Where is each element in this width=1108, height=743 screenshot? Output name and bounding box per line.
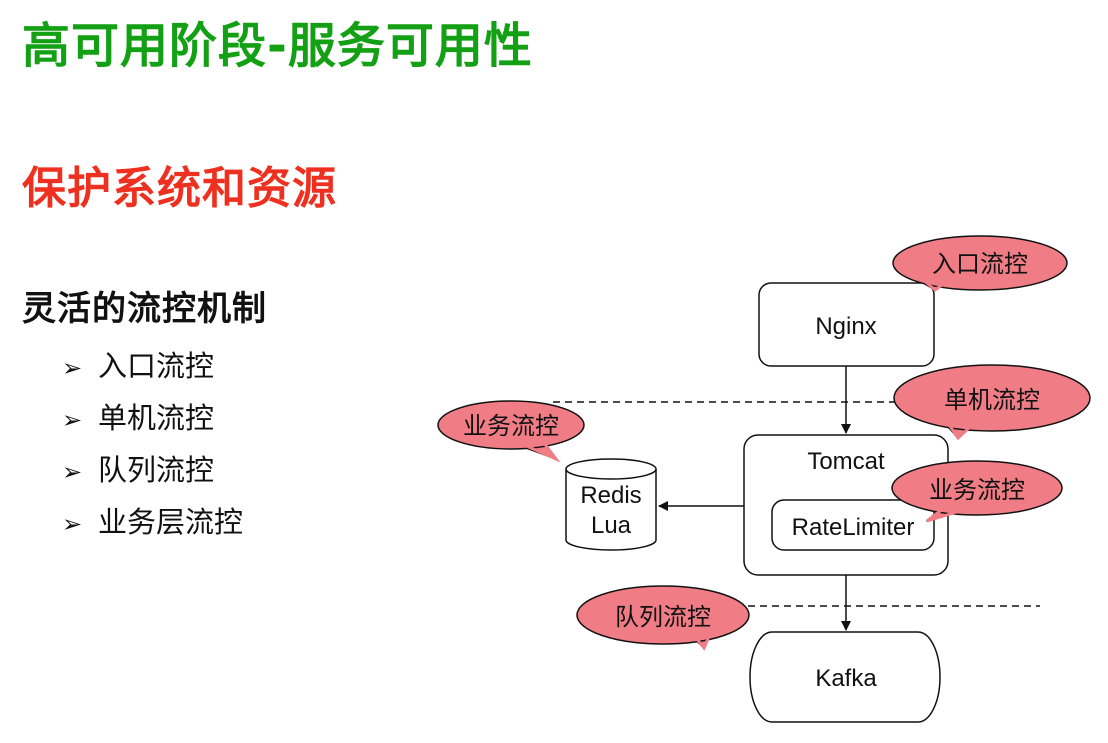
tomcat-label: Tomcat (807, 448, 885, 475)
callout-entry-label: 入口流控 (932, 251, 1028, 278)
ratelimiter-node (771, 499, 935, 551)
kafka-node (749, 631, 941, 723)
callout-single-label: 单机流控 (944, 387, 1040, 414)
kafka-label: Kafka (815, 665, 877, 692)
arrow-bullet-icon: ➢ (62, 510, 83, 538)
ratelimiter-label: RateLimiter (792, 514, 915, 541)
callout-queue-flow-control: 队列流控 (576, 585, 750, 651)
section-subtitle: 保护系统和资源 (22, 163, 337, 214)
arrow-bullet-icon: ➢ (62, 406, 83, 434)
bullet-item: ➢ 队列流控 (62, 449, 243, 501)
bullet-item: ➢ 业务层流控 (62, 501, 243, 553)
callout-business-left: 业务流控 (437, 400, 585, 463)
bullet-text: 业务层流控 (98, 505, 244, 539)
callout-business-left-label: 业务流控 (463, 413, 559, 440)
redis-cylinder-node (565, 458, 657, 551)
page-title: 高可用阶段-服务可用性 (22, 18, 533, 74)
callout-business-right-label: 业务流控 (929, 477, 1025, 504)
nginx-label: Nginx (815, 313, 876, 340)
bullet-text: 入口流控 (98, 349, 215, 383)
callout-entry-flow-control: 入口流控 (892, 235, 1068, 292)
callout-single-flow-control: 单机流控 (893, 364, 1091, 441)
arrow-bullet-icon: ➢ (62, 458, 83, 486)
bullet-text: 单机流控 (98, 401, 215, 435)
bullet-item: ➢ 单机流控 (62, 397, 243, 449)
redis-label: Redis (580, 482, 641, 509)
bullet-item: ➢ 入口流控 (62, 345, 243, 397)
lua-label: Lua (591, 512, 632, 539)
bullet-list: ➢ 入口流控 ➢ 单机流控 ➢ 队列流控 ➢ 业务层流控 (62, 345, 243, 553)
callout-queue-label: 队列流控 (615, 604, 711, 631)
callout-business-right: 业务流控 (891, 460, 1063, 523)
arrow-bullet-icon: ➢ (62, 354, 83, 382)
section-heading: 灵活的流控机制 (22, 289, 267, 329)
bullet-text: 队列流控 (98, 453, 215, 487)
